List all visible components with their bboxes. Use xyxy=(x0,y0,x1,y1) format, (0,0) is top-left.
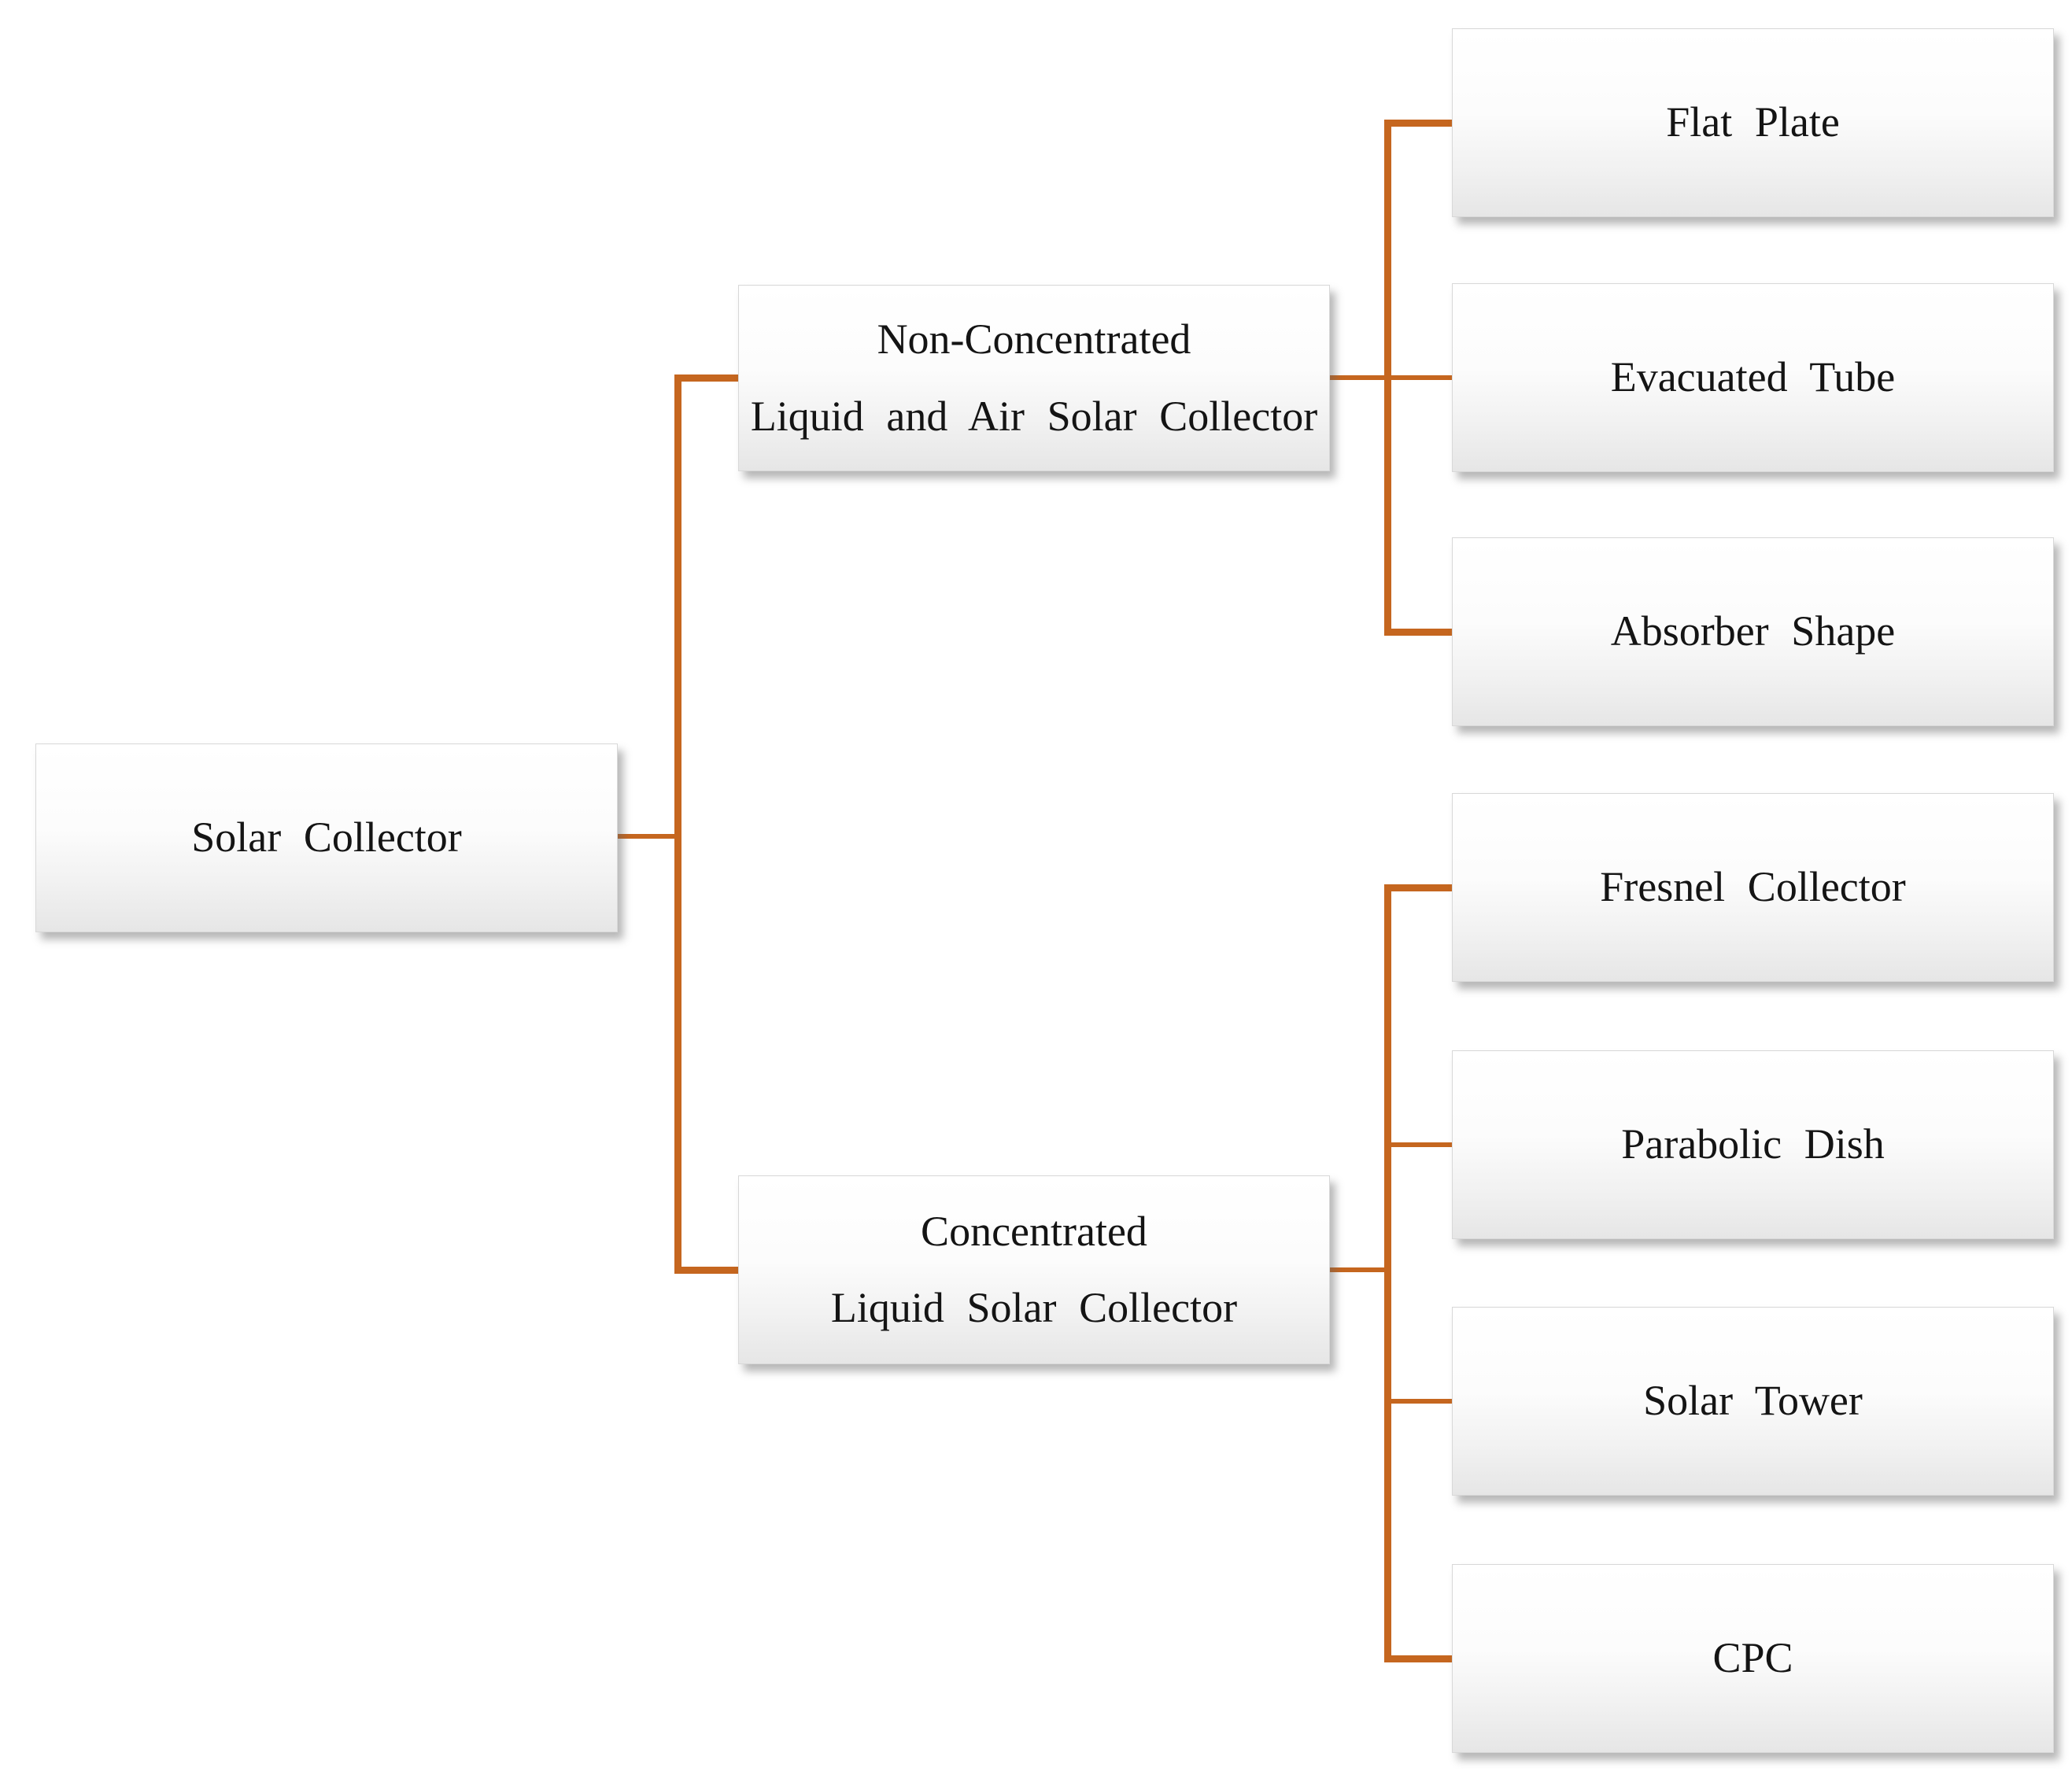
node-flat-plate: Flat Plate xyxy=(1452,28,2054,217)
connector-left-trunk xyxy=(674,374,681,1274)
node-concentrated-label-line1: Concentrated xyxy=(921,1207,1147,1255)
node-absorber-shape: Absorber Shape xyxy=(1452,537,2054,726)
node-fresnel-collector-label: Fresnel Collector xyxy=(1600,863,1906,911)
node-absorber-shape-label: Absorber Shape xyxy=(1610,607,1896,655)
node-solar-collector-label: Solar Collector xyxy=(191,814,462,862)
node-cpc: CPC xyxy=(1452,1564,2054,1753)
node-concentrated: Concentrated Liquid Solar Collector xyxy=(738,1175,1330,1364)
node-concentrated-label-line2: Liquid Solar Collector xyxy=(830,1284,1238,1331)
connector-trunk-to-concentrated xyxy=(674,1267,738,1274)
node-solar-tower: Solar Tower xyxy=(1452,1307,2054,1496)
connector-nc-trunk-to-flat-plate xyxy=(1384,120,1452,127)
connector-c-trunk-to-parabolic xyxy=(1387,1142,1452,1147)
node-flat-plate-label: Flat Plate xyxy=(1666,98,1840,146)
connector-concentrated-to-trunk xyxy=(1330,1267,1387,1272)
connector-c-trunk-to-cpc xyxy=(1384,1655,1452,1662)
node-evacuated-tube-label: Evacuated Tube xyxy=(1610,353,1896,401)
node-parabolic-dish: Parabolic Dish xyxy=(1452,1050,2054,1239)
connector-root-to-trunk xyxy=(616,834,679,839)
node-evacuated-tube: Evacuated Tube xyxy=(1452,283,2054,472)
node-non-concentrated-label-line1: Non-Concentrated xyxy=(877,315,1191,363)
node-non-concentrated: Non-Concentrated Liquid and Air Solar Co… xyxy=(738,285,1330,471)
node-non-concentrated-label-line2: Liquid and Air Solar Collector xyxy=(750,392,1318,440)
connector-nc-trunk-to-absorber-shape xyxy=(1384,629,1452,636)
connector-non-concentrated-to-evacuated-tube xyxy=(1330,375,1452,380)
node-cpc-label: CPC xyxy=(1712,1634,1793,1682)
node-solar-tower-label: Solar Tower xyxy=(1643,1377,1863,1425)
connector-c-trunk-to-fresnel xyxy=(1384,884,1452,891)
connector-trunk-to-non-concentrated xyxy=(674,374,738,382)
node-fresnel-collector: Fresnel Collector xyxy=(1452,793,2054,982)
connector-c-trunk xyxy=(1384,884,1391,1662)
connector-c-trunk-to-solar-tower xyxy=(1387,1399,1452,1404)
node-solar-collector: Solar Collector xyxy=(35,743,618,932)
node-parabolic-dish-label: Parabolic Dish xyxy=(1621,1120,1885,1168)
